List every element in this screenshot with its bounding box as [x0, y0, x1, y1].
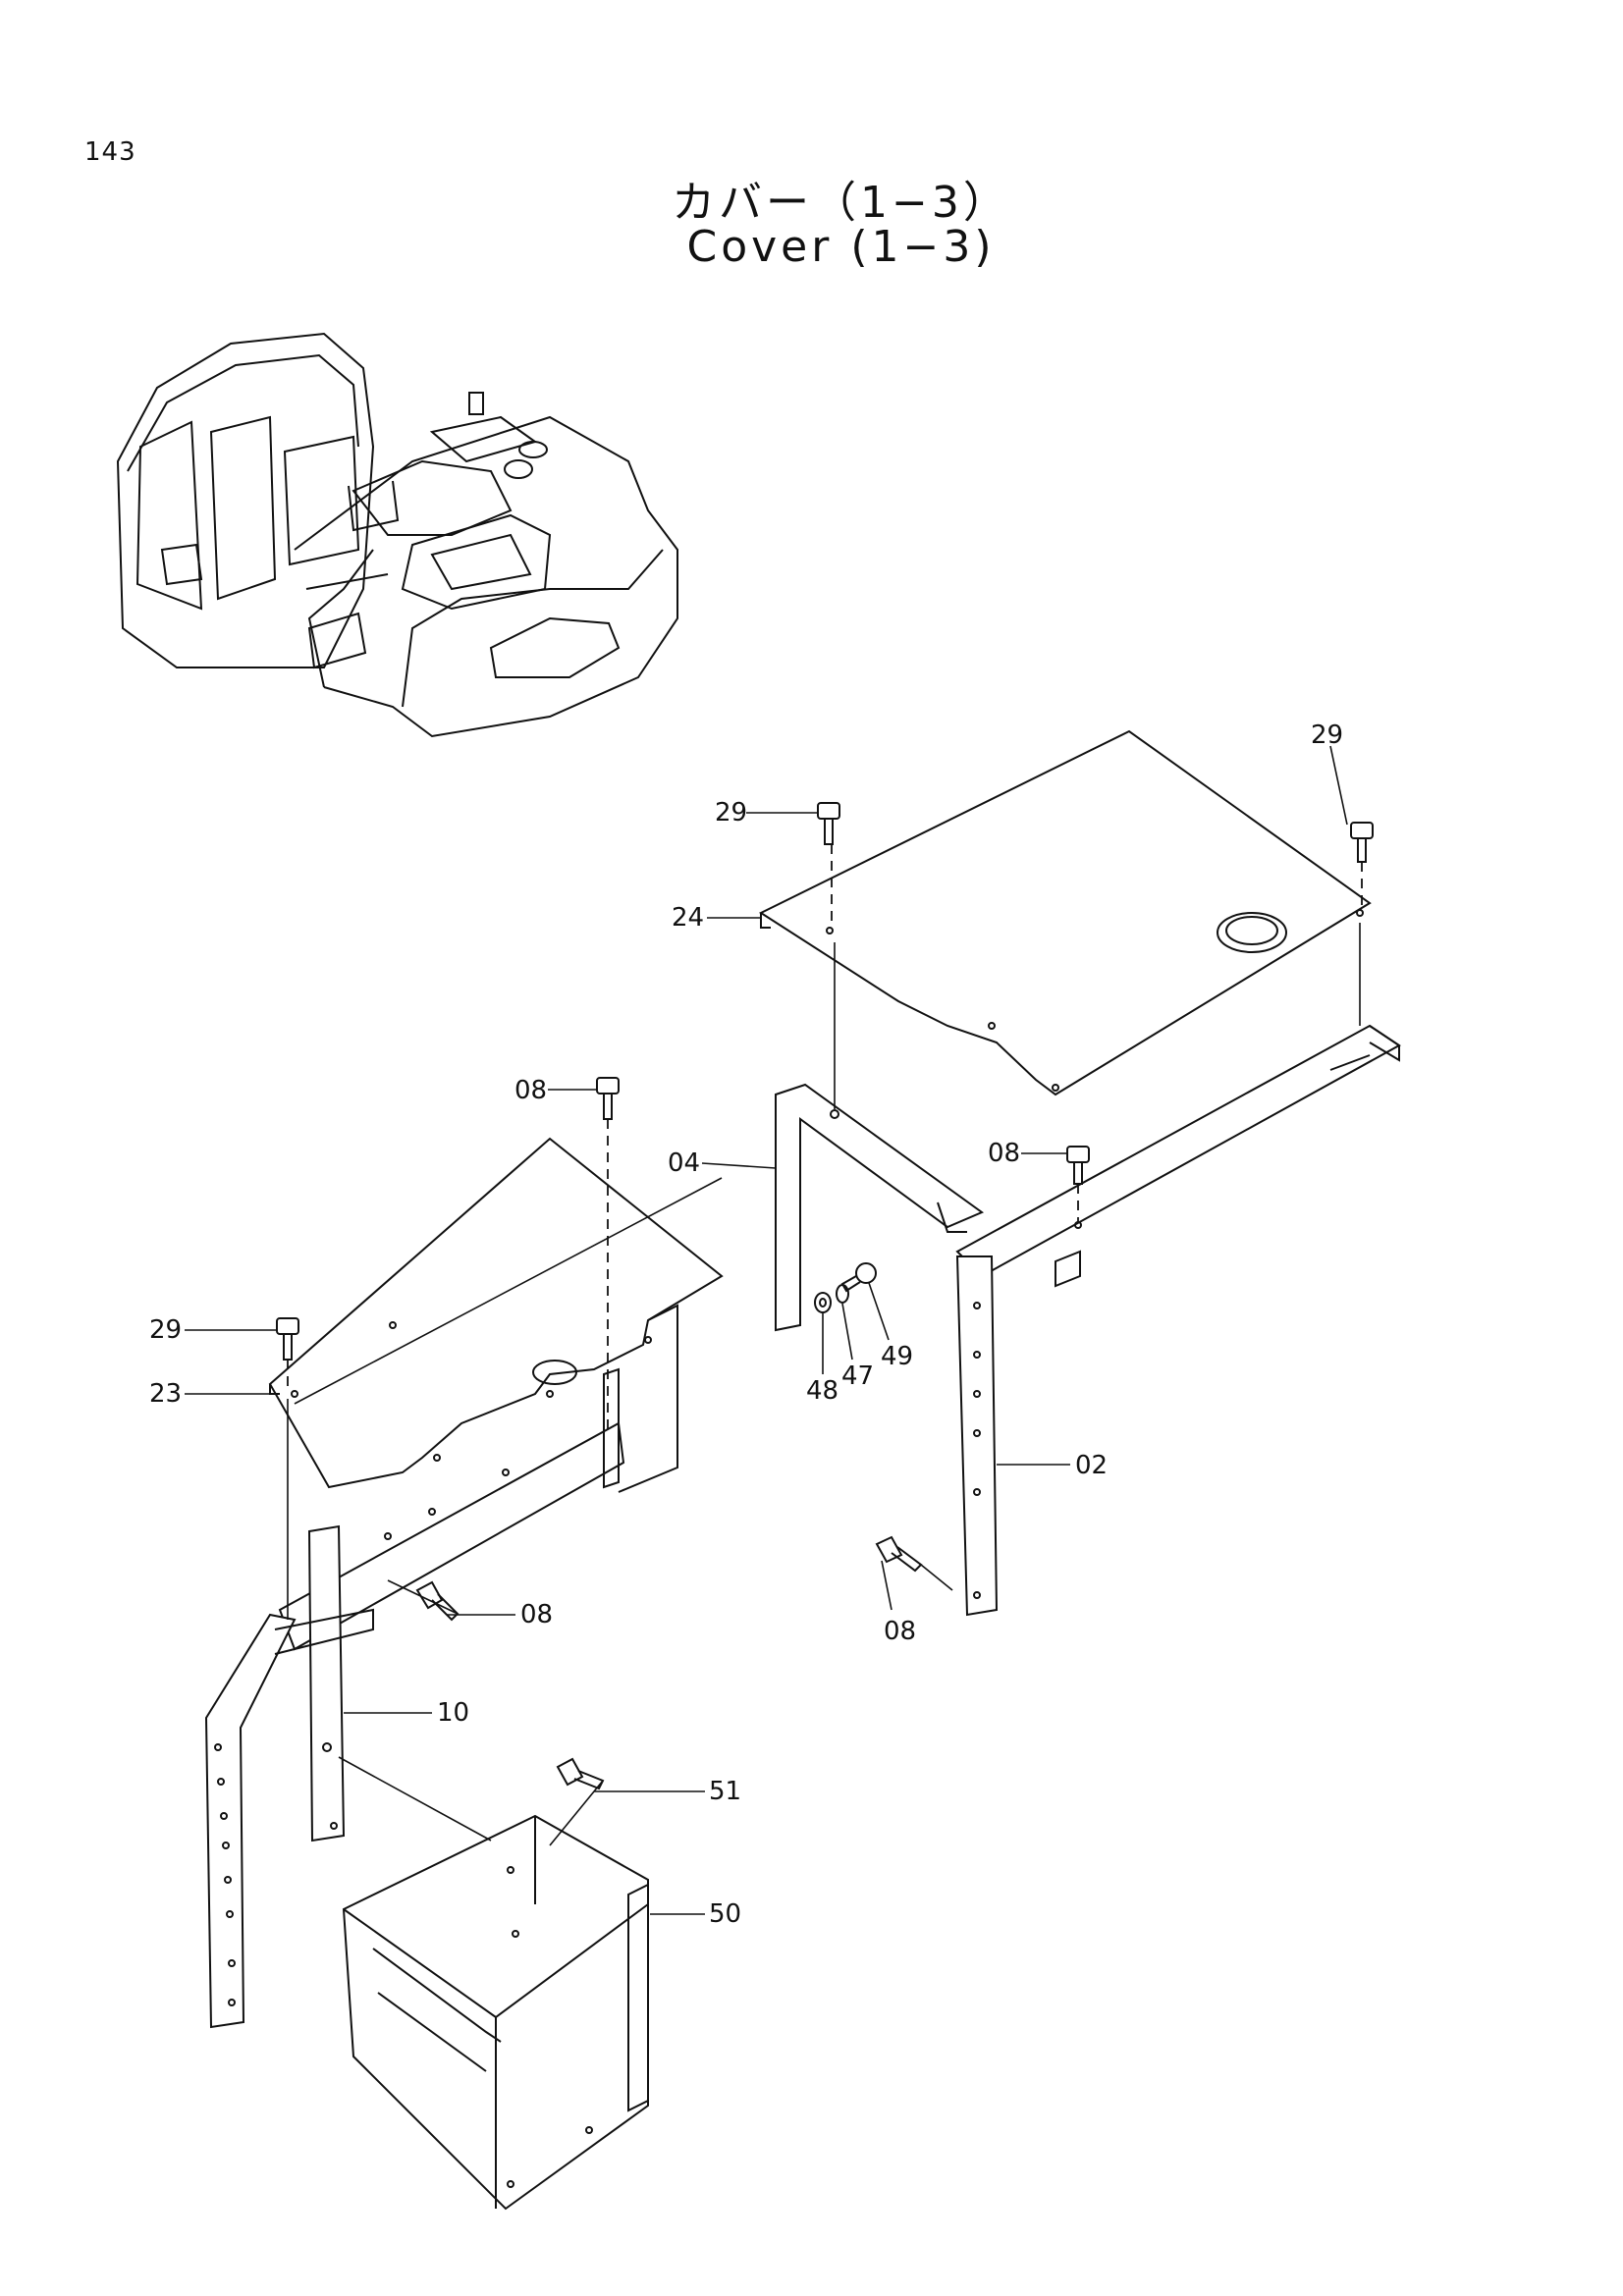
callout-labels: 29 29 24 08 04 08 29 23 48 47 49 02 08 0… [149, 721, 1343, 1929]
callout-23: 23 [149, 1379, 182, 1409]
callout-04: 04 [668, 1148, 700, 1178]
bolt-08-lower-left-icon [415, 1580, 460, 1622]
callout-29-top-left: 29 [715, 798, 747, 828]
bolt-51-icon [556, 1757, 605, 1790]
callout-50: 50 [709, 1899, 741, 1929]
callout-29-top-right: 29 [1311, 721, 1343, 750]
assembly-lines [287, 844, 1363, 1846]
callout-08-lower-left: 08 [520, 1600, 553, 1629]
callout-24: 24 [672, 903, 704, 933]
bolt-29-left-icon [276, 1317, 299, 1361]
callout-51: 51 [709, 1777, 741, 1806]
bolt-08-upper-icon [596, 1077, 620, 1120]
callout-47: 47 [841, 1362, 874, 1391]
bolt-08-lower-right-icon [875, 1535, 923, 1573]
callout-08-lower-right: 08 [884, 1617, 916, 1646]
title-english: Cover (1−3) [686, 222, 996, 272]
bolt-49-icon [840, 1262, 877, 1293]
washer-48-icon [814, 1292, 832, 1313]
callout-08-right: 08 [988, 1139, 1020, 1168]
leader-lines [185, 745, 1348, 1915]
callout-29-left: 29 [149, 1315, 182, 1345]
callout-08-upper: 08 [514, 1076, 547, 1105]
callout-49: 49 [881, 1342, 913, 1371]
callout-02: 02 [1075, 1451, 1108, 1480]
callout-10: 10 [437, 1698, 469, 1728]
callout-48: 48 [806, 1376, 839, 1406]
part-02-side-frame [955, 1024, 1401, 1617]
bolt-08-right-icon [1066, 1146, 1090, 1185]
washer-47-icon [836, 1284, 849, 1304]
part-04-frame-bracket [775, 1083, 985, 1332]
part-10-vertical-post [204, 1524, 374, 2029]
excavator-overview-illustration [116, 332, 678, 738]
page-number: 143 [84, 137, 136, 167]
part-24-top-cover-plate [758, 729, 1372, 1096]
title-japanese: カバー（1−3） [672, 178, 1010, 228]
part-rail-lower [278, 1304, 678, 1651]
bolt-29-top-left-icon [817, 802, 840, 845]
part-50-box-cover [342, 1814, 649, 2211]
bolt-29-top-right-icon [1350, 822, 1374, 863]
part-23-middle-cover-plate [268, 1137, 724, 1489]
